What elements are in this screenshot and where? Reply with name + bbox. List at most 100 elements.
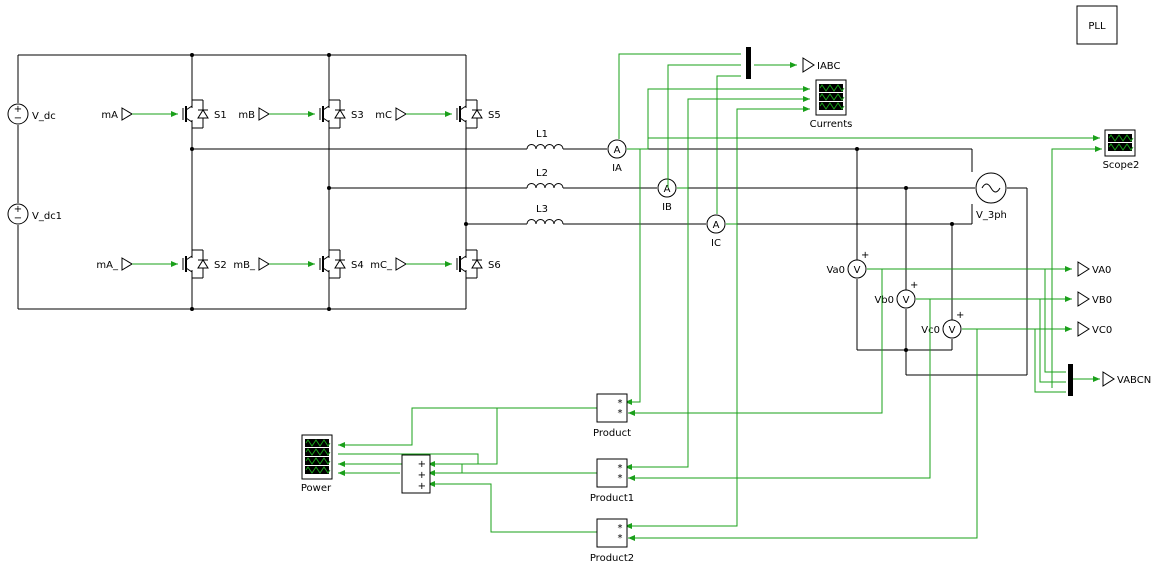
gate-inputs: mA mB mC mA_ mB_ mC_: [96, 107, 452, 271]
inductor-label: L3: [536, 204, 548, 215]
product-label: Product2: [590, 553, 634, 564]
ammeter-symbol: A: [713, 220, 720, 231]
product-block[interactable]: ** Product: [593, 393, 631, 439]
output-port[interactable]: VB0: [1077, 291, 1112, 307]
ammeter[interactable]: A IC: [706, 214, 726, 249]
products: **Product**Product1**Product2: [590, 393, 634, 564]
inductor[interactable]: L3: [526, 204, 564, 225]
inductor[interactable]: L1: [526, 129, 564, 150]
igbt-switch[interactable]: S2: [178, 249, 227, 279]
dc-source-vdc1[interactable]: + − V_dc1: [7, 203, 62, 225]
voltmeter-symbol: V: [903, 295, 910, 306]
scope[interactable]: Currents: [810, 79, 853, 130]
ammeter[interactable]: A IA: [607, 139, 627, 174]
ammeter[interactable]: AIB: [657, 178, 677, 213]
product-label: Product: [593, 428, 631, 439]
gate-label: mB: [238, 110, 255, 121]
gate-label: mA: [101, 110, 118, 121]
switch-label: S3: [351, 110, 364, 121]
three-phase-source[interactable]: V_3ph: [975, 172, 1007, 221]
pll-label: PLL: [1088, 21, 1106, 32]
igbt-switch[interactable]: S5: [452, 99, 501, 129]
voltmeter-label: Vc0: [921, 325, 940, 336]
scope[interactable]: Scope2: [1103, 129, 1140, 171]
output-port[interactable]: IABC: [802, 57, 840, 73]
igbt-switch[interactable]: S1: [178, 99, 227, 129]
gate-input[interactable]: mA: [101, 107, 178, 121]
gate-input[interactable]: mB_: [233, 257, 315, 271]
voltmeter[interactable]: V+Vc0: [921, 310, 964, 339]
output-port[interactable]: VC0: [1077, 321, 1112, 337]
product-sign: *: [618, 523, 623, 534]
minus-sign: −: [14, 113, 22, 124]
sum-sign: +: [418, 470, 426, 481]
igbt-switch[interactable]: S6: [452, 249, 501, 279]
switch-label: S4: [351, 260, 364, 271]
product-block[interactable]: ** Product1: [590, 458, 634, 504]
product-sign: *: [618, 473, 623, 484]
inductor-label: L1: [536, 129, 548, 140]
switch-label: S1: [214, 110, 227, 121]
voltmeter-label: Vb0: [874, 295, 894, 306]
voltmeter-symbol: V: [949, 325, 956, 336]
gate-input[interactable]: mC: [375, 107, 452, 121]
ammeter-label: IC: [711, 238, 721, 249]
phase-wiring: [192, 147, 1028, 376]
dc-source-vdc[interactable]: + − V_dc: [7, 103, 56, 125]
gate-input[interactable]: mC_: [370, 257, 452, 271]
minus-sign: −: [14, 213, 22, 224]
ammeter-label: IA: [612, 163, 622, 174]
gate-label: mC_: [370, 260, 393, 271]
switch-label: S5: [488, 110, 501, 121]
product-block[interactable]: ** Product2: [590, 518, 634, 564]
ammeter-label: IB: [662, 202, 672, 213]
gate-label: mB_: [233, 260, 256, 271]
sum-sign: +: [418, 459, 426, 470]
mux-bars: [746, 47, 1073, 396]
output-label: VB0: [1092, 295, 1112, 306]
product-sign: *: [618, 408, 623, 419]
igbt-switch[interactable]: S3: [315, 99, 364, 129]
plus-sign: +: [910, 280, 918, 291]
ammeters: A IA AIB A IC: [607, 139, 726, 249]
voltmeter[interactable]: V+ Vb0: [874, 280, 918, 309]
plus-sign: +: [861, 250, 869, 261]
sum-block[interactable]: + + +: [401, 454, 431, 494]
scope[interactable]: Power: [301, 434, 333, 494]
voltmeter[interactable]: V+Va0: [826, 250, 869, 279]
gate-label: mA_: [96, 260, 119, 271]
output-label: VC0: [1092, 325, 1112, 336]
product-sign: *: [618, 463, 623, 474]
output-port[interactable]: VA0: [1077, 261, 1111, 277]
switch-label: S2: [214, 260, 227, 271]
sum-sign: +: [418, 481, 426, 492]
ammeter-symbol: A: [614, 145, 621, 156]
scope-label: Currents: [810, 119, 853, 130]
plus-sign: +: [14, 104, 22, 115]
product-sign: *: [618, 533, 623, 544]
inductor[interactable]: L2: [526, 168, 564, 189]
output-label: VABCN: [1117, 375, 1151, 386]
output-port[interactable]: VABCN: [1102, 371, 1151, 387]
scope-label: Scope2: [1103, 160, 1140, 171]
source-label: V_dc: [32, 111, 56, 122]
dc-bus-wiring: [17, 53, 468, 311]
output-label: IABC: [817, 61, 840, 72]
signal-wiring: [338, 53, 1102, 541]
product-label: Product1: [590, 493, 634, 504]
igbt-switch[interactable]: S4: [315, 249, 364, 279]
gate-label: mC: [375, 110, 392, 121]
pll-block[interactable]: PLL: [1076, 5, 1118, 45]
plus-sign: +: [14, 204, 22, 215]
inductor-label: L2: [536, 168, 548, 179]
gate-input[interactable]: mA_: [96, 257, 178, 271]
gate-input[interactable]: mB: [238, 107, 315, 121]
grid-source-label: V_3ph: [976, 210, 1007, 221]
voltmeter-label: Va0: [826, 265, 845, 276]
product-sign: *: [618, 398, 623, 409]
